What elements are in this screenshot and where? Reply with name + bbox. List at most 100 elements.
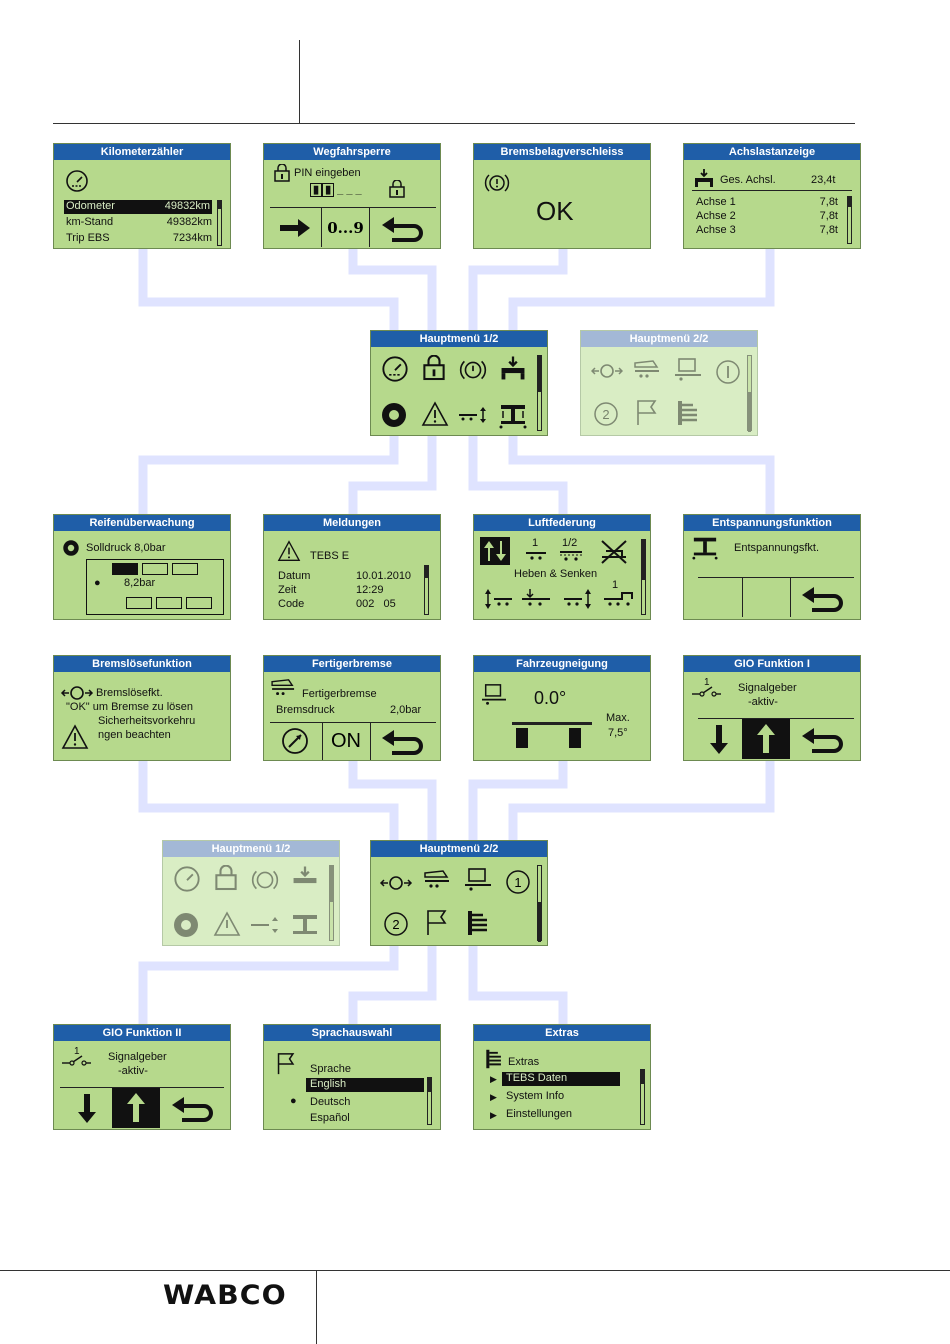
extras-item[interactable]: Einstellungen: [506, 1108, 573, 1120]
brake-release-icon[interactable]: [379, 873, 413, 893]
arrow-right-button[interactable]: [270, 210, 320, 246]
panel-hauptmenu-2[interactable]: Hauptmenü 2/2 1 2: [370, 840, 548, 946]
return-button[interactable]: [791, 579, 855, 617]
on-button[interactable]: ON: [323, 724, 369, 758]
unloading-icon[interactable]: [497, 401, 529, 429]
return-button[interactable]: [370, 210, 436, 246]
air-suspension-icon[interactable]: [249, 915, 281, 935]
scrollbar[interactable]: [640, 1069, 645, 1125]
extras-item[interactable]: System Info: [506, 1090, 565, 1102]
tyre[interactable]: [142, 563, 168, 575]
flag-icon[interactable]: [425, 909, 451, 937]
safety-note-2: ngen beachten: [98, 729, 171, 741]
vehicle-tilt-icon[interactable]: [673, 357, 703, 383]
gauge-icon[interactable]: [173, 865, 201, 893]
panel-reifen[interactable]: Reifenüberwachung Solldruck 8,0bar ● 8,2…: [53, 514, 231, 620]
tyre-selected[interactable]: [112, 563, 138, 575]
axle-level-icon[interactable]: [524, 549, 548, 563]
footer-divider: [316, 1270, 317, 1344]
axle-lower-icon[interactable]: [520, 587, 552, 611]
flag-icon[interactable]: [635, 399, 661, 427]
brake-release-icon[interactable]: [591, 361, 623, 381]
return-button[interactable]: [161, 1089, 225, 1127]
gio-1-icon[interactable]: 1: [505, 869, 531, 895]
digits-button[interactable]: 0...9: [322, 210, 369, 246]
extras-icon[interactable]: [675, 399, 701, 427]
panel-entspannung[interactable]: Entspannungsfunktion Entspannungsfkt.: [683, 514, 861, 620]
scrollbar[interactable]: [217, 200, 222, 246]
gauge-icon[interactable]: [381, 355, 409, 383]
air-suspension-icon[interactable]: [457, 405, 489, 425]
code-label: Code: [278, 598, 305, 610]
arrow-up-button-selected[interactable]: [112, 1088, 160, 1128]
odometer-row[interactable]: Odometer 49832km: [64, 200, 212, 214]
tyre-icon[interactable]: [380, 401, 408, 429]
panel-hauptmenu-1[interactable]: Hauptmenü 1/2: [370, 330, 548, 436]
scrollbar[interactable]: [427, 1077, 432, 1125]
panel-fahrzeugneigung[interactable]: Fahrzeugneigung 0.0° Max. 7,5°: [473, 655, 651, 761]
gio-2-icon[interactable]: 2: [593, 401, 619, 427]
vehicle-tilt-icon[interactable]: [463, 867, 493, 893]
arrow-down-button[interactable]: [698, 720, 740, 758]
panel-bremsloese[interactable]: Bremslösefunktion Bremslösefkt. "OK" um …: [53, 655, 231, 761]
axle-raise-right-icon[interactable]: [562, 587, 594, 611]
tyre[interactable]: [186, 597, 212, 609]
arrow-down-button[interactable]: [64, 1089, 110, 1127]
axle-half-icon[interactable]: [558, 549, 584, 563]
panel-kilometerzaehler[interactable]: Kilometerzähler Odometer 49832km km-Stan…: [53, 143, 231, 249]
axle-load-icon[interactable]: [499, 355, 527, 381]
return-button[interactable]: [371, 724, 435, 758]
scrollbar[interactable]: [424, 565, 429, 615]
tilt-angle: 0.0°: [534, 688, 567, 708]
scrollbar[interactable]: [537, 865, 542, 942]
tyre[interactable]: [172, 563, 198, 575]
axle-load-icon[interactable]: [291, 865, 319, 891]
axle-raise-icon[interactable]: [482, 587, 514, 611]
language-option[interactable]: Español: [310, 1112, 350, 1124]
scrollbar[interactable]: [641, 539, 646, 615]
brake-pad-icon[interactable]: [459, 358, 487, 382]
arrow-up-button-selected[interactable]: [742, 719, 790, 759]
panel-wegfahrsperre[interactable]: Wegfahrsperre PIN eingeben ▮▮ _ _ _ 0...…: [263, 143, 441, 249]
gio-1-icon[interactable]: [715, 359, 741, 385]
panel-meldungen[interactable]: Meldungen TEBS E Datum 10.01.2010 Zeit 1…: [263, 514, 441, 620]
paver-brake-icon[interactable]: [633, 359, 663, 383]
raise-lower-selected[interactable]: [480, 537, 510, 565]
extras-icon[interactable]: [465, 909, 491, 937]
panel-hauptmenu-1-inactive[interactable]: Hauptmenü 1/2: [162, 840, 340, 946]
return-button[interactable]: [791, 720, 855, 758]
panel-gio-1[interactable]: GIO Funktion I 1 Signalgeber -aktiv-: [683, 655, 861, 761]
warning-icon[interactable]: [421, 401, 449, 427]
connector-gio2: [138, 944, 399, 1024]
tyre[interactable]: [126, 597, 152, 609]
panel-achslast[interactable]: Achslastanzeige Ges. Achsl. 23,4t Achse …: [683, 143, 861, 249]
paver-brake-icon[interactable]: [423, 869, 453, 893]
panel-fertigerbremse[interactable]: Fertigerbremse Fertigerbremse Bremsdruck…: [263, 655, 441, 761]
panel-bremsbelag[interactable]: Bremsbelagverschleiss OK: [473, 143, 651, 249]
axle-lift-disabled-icon[interactable]: [598, 537, 630, 565]
warning-icon[interactable]: [213, 911, 241, 937]
panel-sprachauswahl[interactable]: Sprachauswahl Sprache English ● Deutsch …: [263, 1024, 441, 1130]
scrollbar[interactable]: [537, 355, 542, 431]
gio-2-icon[interactable]: 2: [383, 911, 409, 937]
unloading-icon[interactable]: [289, 911, 321, 939]
panel-luftfederung[interactable]: Luftfederung 1 1/2 Heben & Senken 1: [473, 514, 651, 620]
panel-gio-2[interactable]: GIO Funktion II 1 Signalgeber -aktiv-: [53, 1024, 231, 1130]
gauge-button[interactable]: [270, 724, 320, 758]
left-wheel: [516, 728, 528, 748]
panel-hauptmenu-2-inactive[interactable]: Hauptmenü 2/2 2: [580, 330, 758, 436]
lock-icon[interactable]: [423, 355, 445, 381]
tyre-icon[interactable]: [172, 911, 200, 939]
tyre[interactable]: [156, 597, 182, 609]
panel-extras[interactable]: Extras Extras ▶ TEBS Daten ▶ System Info…: [473, 1024, 651, 1130]
lock-icon[interactable]: [215, 865, 237, 891]
scrollbar[interactable]: [329, 865, 334, 941]
brake-pad-icon[interactable]: [251, 868, 279, 892]
lift-axle-icon[interactable]: [602, 589, 634, 611]
scrollbar[interactable]: [847, 196, 852, 244]
language-option-selected[interactable]: English: [306, 1078, 424, 1092]
extras-item-selected[interactable]: TEBS Daten: [502, 1072, 620, 1086]
language-option[interactable]: Deutsch: [310, 1096, 351, 1108]
scrollbar[interactable]: [747, 355, 752, 432]
